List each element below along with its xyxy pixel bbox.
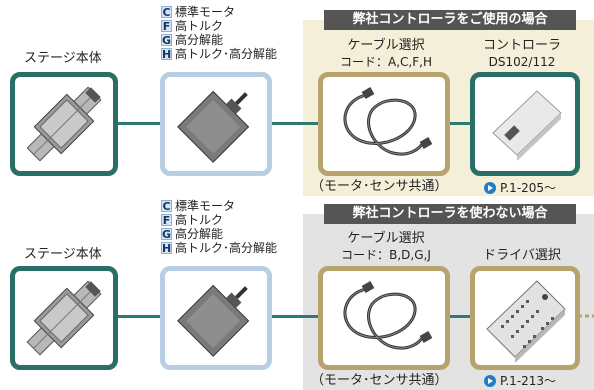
controller-panel-title: 弊社コントローラをご使用の場合 bbox=[324, 10, 576, 30]
page-reference-link[interactable]: P.1-205～ bbox=[484, 181, 556, 195]
connector-line bbox=[448, 122, 472, 125]
controller-unit-icon bbox=[492, 90, 562, 161]
driver-panel-title: 弊社コントローラを使わない場合 bbox=[324, 204, 576, 224]
linear-stage-icon bbox=[26, 86, 102, 162]
connector-line bbox=[115, 122, 165, 125]
common-note: （モータ･センサ共通） bbox=[311, 179, 448, 194]
linear-stage-icon bbox=[26, 280, 102, 356]
cable-title: ケーブル選択 bbox=[347, 231, 425, 246]
stage-box bbox=[10, 72, 118, 176]
stepping-motor-icon bbox=[177, 90, 250, 163]
cable-icon bbox=[343, 87, 433, 156]
connector-line bbox=[270, 122, 320, 125]
stage-box bbox=[10, 266, 118, 370]
stage-label: ステージ本体 bbox=[24, 51, 102, 66]
connector-line bbox=[270, 315, 320, 318]
arrow-circle-icon bbox=[484, 182, 496, 194]
connector-line bbox=[448, 315, 472, 318]
cable-box bbox=[318, 266, 450, 370]
cable-code: コード：B,D,G,J bbox=[341, 248, 431, 262]
motor-box bbox=[160, 72, 272, 176]
common-note: （モータ･センサ共通） bbox=[311, 373, 448, 388]
controller-model: DS102/112 bbox=[488, 55, 556, 69]
stepping-motor-icon bbox=[177, 284, 250, 357]
page-reference-link[interactable]: P.1-213～ bbox=[484, 374, 556, 388]
stage-label: ステージ本体 bbox=[24, 247, 102, 262]
arrow-circle-icon bbox=[484, 375, 496, 387]
driver-box bbox=[470, 266, 580, 370]
cable-title: ケーブル選択 bbox=[347, 38, 425, 53]
driver-title: ドライバ選択 bbox=[483, 248, 561, 263]
controller-box bbox=[470, 72, 580, 176]
motor-box bbox=[160, 266, 272, 370]
cable-code: コード：A,C,F,H bbox=[340, 55, 432, 69]
cable-box bbox=[318, 72, 450, 176]
controller-title: コントローラ bbox=[482, 38, 561, 53]
cable-icon bbox=[343, 281, 433, 350]
driver-unit-icon bbox=[486, 280, 566, 363]
continuation-dashed-line bbox=[578, 314, 594, 318]
connector-line bbox=[115, 315, 165, 318]
